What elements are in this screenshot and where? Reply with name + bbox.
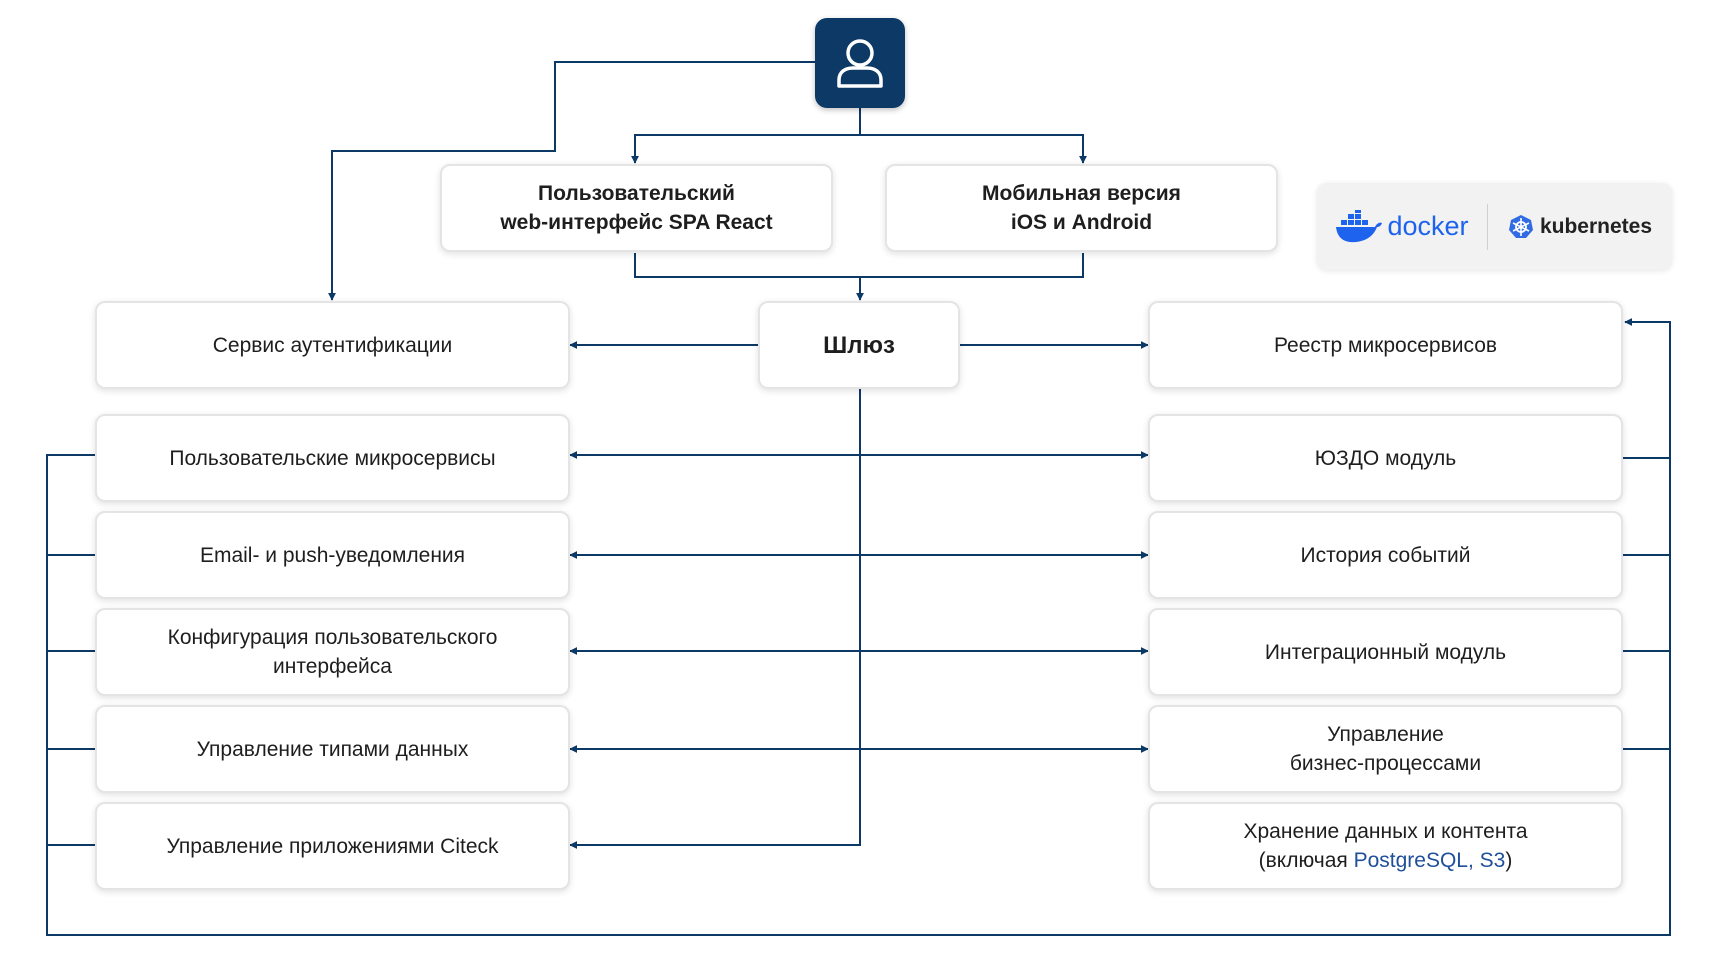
user-microservices-node: Пользовательские микросервисы xyxy=(95,414,570,502)
logo-divider xyxy=(1487,203,1488,250)
kubernetes-logo: kubernetes xyxy=(1488,214,1672,240)
registry-node: Реестр микросервисов xyxy=(1148,301,1623,389)
integration-module-label: Интеграционный модуль xyxy=(1264,640,1507,664)
storage-prefix: (включая xyxy=(1258,849,1354,872)
storage-line-1: Хранение данных и контента xyxy=(1243,820,1528,843)
data-types-label: Управление типами данных xyxy=(196,737,469,761)
user-icon xyxy=(837,39,883,88)
ui-config-line-2: интерфейса xyxy=(273,655,392,678)
connector-user-to-clients xyxy=(631,108,861,164)
auth-service-label: Сервис аутентификации xyxy=(212,333,453,357)
connector-user-to-auth xyxy=(328,61,815,301)
platform-logos: docker kubernetes xyxy=(1317,183,1672,270)
integration-module-node: Интеграционный модуль xyxy=(1148,608,1623,696)
storage-suffix: ) xyxy=(1505,849,1513,872)
mobile-client-node: Мобильная версия iOS и Android xyxy=(885,164,1278,252)
mobile-client-line-2: iOS и Android xyxy=(1010,211,1153,234)
docker-label: docker xyxy=(1387,211,1469,241)
bpm-node: Управление бизнес-процессами xyxy=(1148,705,1623,793)
registry-label: Реестр микросервисов xyxy=(1273,333,1498,357)
apps-management-label: Управление приложениями Citeck xyxy=(166,834,499,858)
event-history-node: История событий xyxy=(1148,511,1623,599)
storage-tech-highlight: PostgreSQL, S3 xyxy=(1353,849,1506,872)
docker-logo: docker xyxy=(1317,209,1487,244)
web-client-line-1: Пользовательский xyxy=(538,182,735,205)
kubernetes-wheel-icon xyxy=(1508,214,1533,238)
connector-left-bus xyxy=(46,318,1671,936)
notifications-node: Email- и push-уведомления xyxy=(95,511,570,599)
bpm-line-2: бизнес-процессами xyxy=(1289,752,1482,775)
connector-user-to-mobile xyxy=(860,134,1087,164)
storage-line-2: (включая PostgreSQL, S3) xyxy=(1259,846,1513,875)
apps-management-node: Управление приложениями Citeck xyxy=(95,802,570,890)
docker-whale-icon xyxy=(1336,209,1383,242)
edm-module-label: ЮЗДО модуль xyxy=(1314,446,1457,470)
kubernetes-label: kubernetes xyxy=(1539,214,1653,238)
ui-config-line-1: Конфигурация пользовательского xyxy=(167,626,498,649)
web-client-line-2: web-интерфейс SPA React xyxy=(500,211,773,234)
web-client-node: Пользовательский web-интерфейс SPA React xyxy=(440,164,833,252)
event-history-label: История событий xyxy=(1300,543,1471,567)
bpm-line-1: Управление xyxy=(1327,723,1444,746)
ui-config-node: Конфигурация пользовательского интерфейс… xyxy=(95,608,570,696)
data-types-node: Управление типами данных xyxy=(95,705,570,793)
connector-clients-to-gateway xyxy=(634,253,1084,278)
user-microservices-label: Пользовательские микросервисы xyxy=(169,446,496,470)
storage-node: Хранение данных и контента (включая Post… xyxy=(1148,802,1623,890)
gateway-node: Шлюз xyxy=(758,301,960,389)
gateway-label: Шлюз xyxy=(823,331,895,359)
auth-service-node: Сервис аутентификации xyxy=(95,301,570,389)
notifications-label: Email- и push-уведомления xyxy=(199,543,466,567)
mobile-client-line-1: Мобильная версия xyxy=(982,182,1181,205)
connector-gateway-trunk xyxy=(569,389,861,849)
edm-module-node: ЮЗДО модуль xyxy=(1148,414,1623,502)
user-node xyxy=(815,18,905,108)
